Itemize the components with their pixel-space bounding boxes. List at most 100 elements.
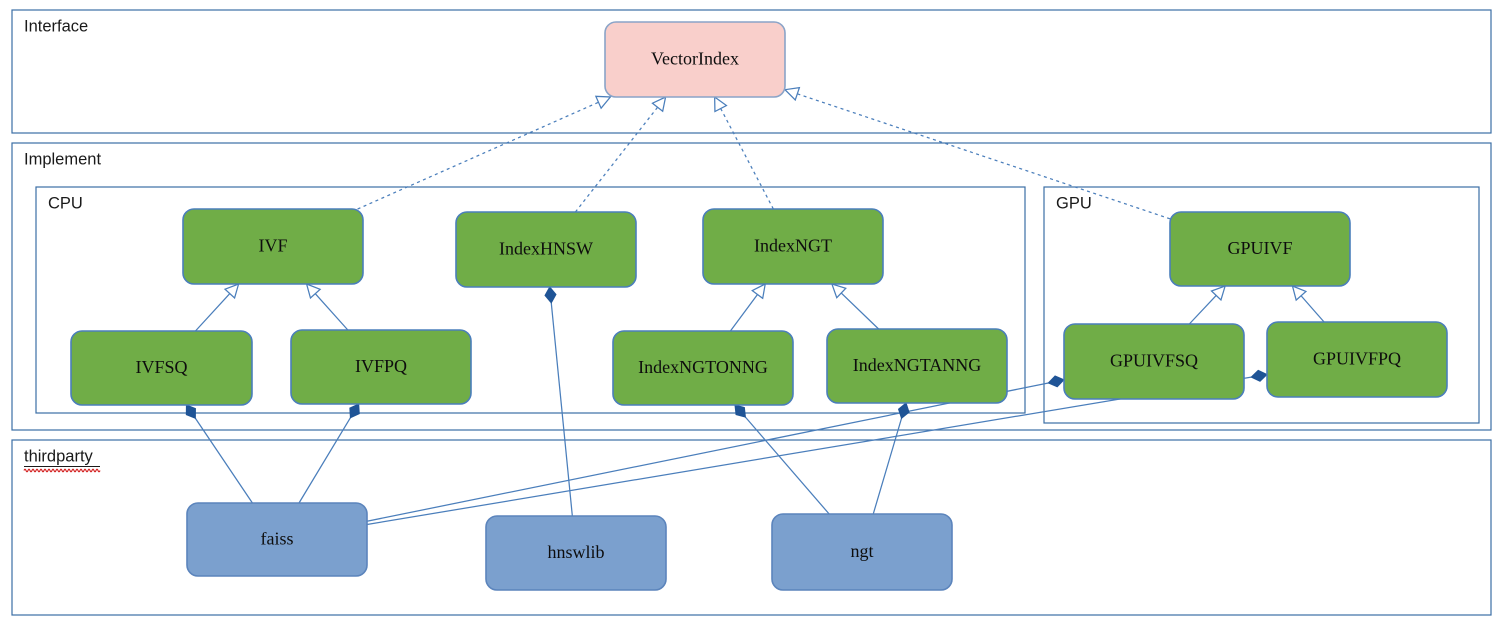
generalization-triangle-icon [1291,284,1308,302]
edge-composition-faiss-to-IVFPQ [298,403,360,504]
composition-diamond-icon [734,404,747,418]
edge-generalization-IndexNGTONNG-to-IndexNGT [729,282,767,332]
container-label-gpu: GPU [1056,194,1092,212]
composition-diamond-icon [544,286,557,304]
node-label-IVFSQ: IVFSQ [135,357,187,377]
node-IndexNGT[interactable]: IndexNGT [702,208,884,285]
edge-generalization-IndexNGTANNG-to-IndexNGT [830,283,880,330]
node-box-GPUIVFPQ[interactable] [1266,321,1448,398]
node-box-IVF[interactable] [182,208,364,285]
node-label-IndexNGT: IndexNGT [754,236,832,256]
node-IndexHNSW[interactable]: IndexHNSW [455,211,637,288]
container-label-interface: Interface [24,17,88,35]
node-box-IndexHNSW[interactable] [455,211,637,288]
generalization-triangle-icon [783,86,801,102]
generalization-triangle-icon [594,95,612,110]
generalization-triangle-icon [830,283,847,299]
node-box-IVFPQ[interactable] [290,329,472,405]
node-VectorIndex[interactable]: VectorIndex [604,21,786,98]
node-box-IndexNGT[interactable] [702,208,884,285]
edge-line [357,101,599,210]
composition-diamond-icon [1047,375,1065,388]
edge-line [1188,295,1217,325]
node-box-GPUIVF[interactable] [1169,211,1351,287]
node-IVFPQ[interactable]: IVFPQ [290,329,472,405]
node-box-VectorIndex[interactable] [604,21,786,98]
edge-composition-faiss-to-GPUIVFSQ [366,375,1065,522]
edge-line [366,376,1252,526]
edge-realization-IndexNGT-to-VectorIndex [714,95,774,210]
edge-line [840,292,880,330]
node-label-hnswlib: hnswlib [547,542,604,562]
edge-line [298,417,351,504]
container-label-implement: Implement [24,150,101,168]
node-label-GPUIVF: GPUIVF [1227,238,1292,258]
node-label-GPUIVFPQ: GPUIVFPQ [1313,349,1401,369]
edge-line [1300,295,1325,323]
edge-composition-hnswlib-to-IndexHNSW [544,286,573,517]
node-IndexNGTONNG[interactable]: IndexNGTONNG [612,330,794,406]
node-label-GPUIVFSQ: GPUIVFSQ [1110,351,1198,371]
edge-line [314,293,349,331]
node-ngt[interactable]: ngt [771,513,953,591]
node-label-IndexNGTONNG: IndexNGTONNG [638,357,768,377]
node-box-IVFSQ[interactable] [70,330,253,406]
generalization-triangle-icon [714,95,728,113]
edge-line [366,382,1049,522]
generalization-triangle-icon [305,282,322,300]
composition-diamond-icon [349,403,360,419]
node-label-IVFPQ: IVFPQ [355,356,407,376]
node-label-IVF: IVF [258,236,287,256]
edges-layer [185,86,1325,526]
edge-generalization-GPUIVFSQ-to-GPUIVF [1188,284,1227,325]
node-GPUIVFPQ[interactable]: GPUIVFPQ [1266,321,1448,398]
node-hnswlib[interactable]: hnswlib [485,515,667,591]
edge-realization-GPUIVF-to-VectorIndex [783,86,1171,220]
generalization-triangle-icon [223,282,240,300]
edge-generalization-IVFPQ-to-IVF [305,282,349,331]
node-box-IndexNGTONNG[interactable] [612,330,794,406]
node-IVF[interactable]: IVF [182,208,364,285]
node-box-faiss[interactable] [186,502,368,577]
node-box-ngt[interactable] [771,513,953,591]
edge-composition-faiss-to-GPUIVFPQ [366,369,1268,526]
edge-composition-ngt-to-IndexNGTONNG [734,404,830,515]
node-GPUIVFSQ[interactable]: GPUIVFSQ [1063,323,1245,400]
node-label-ngt: ngt [850,541,873,561]
composition-diamond-icon [897,402,910,420]
edge-line [729,294,758,332]
edge-realization-IVF-to-VectorIndex [357,95,612,210]
edge-line [797,93,1171,220]
generalization-triangle-icon [651,95,667,113]
edge-line [550,302,573,517]
generalization-triangle-icon [1210,284,1227,302]
composition-diamond-icon [185,404,196,420]
node-box-GPUIVFSQ[interactable] [1063,323,1245,400]
composition-diamond-icon [1250,369,1268,382]
edge-generalization-GPUIVFPQ-to-GPUIVF [1291,284,1325,323]
node-label-VectorIndex: VectorIndex [651,49,739,69]
node-box-hnswlib[interactable] [485,515,667,591]
container-label-cpu: CPU [48,194,83,212]
node-IVFSQ[interactable]: IVFSQ [70,330,253,406]
edge-line [574,106,659,213]
node-label-faiss: faiss [261,529,294,549]
spellcheck-squiggle-thirdparty [23,468,101,473]
edge-line [194,417,253,504]
edge-generalization-IVFSQ-to-IVF [194,282,240,332]
edge-line [194,293,231,332]
node-IndexNGTANNG[interactable]: IndexNGTANNG [826,328,1008,404]
node-box-IndexNGTANNG[interactable] [826,328,1008,404]
node-label-IndexHNSW: IndexHNSW [499,239,593,259]
generalization-triangle-icon [751,282,767,300]
edge-realization-IndexHNSW-to-VectorIndex [574,95,667,213]
container-label-thirdparty: thirdparty [24,447,94,465]
edge-line [744,416,830,515]
edge-composition-ngt-to-IndexNGTANNG [872,402,910,515]
node-GPUIVF[interactable]: GPUIVF [1169,211,1351,287]
node-faiss[interactable]: faiss [186,502,368,577]
edge-composition-faiss-to-IVFSQ [185,404,253,504]
